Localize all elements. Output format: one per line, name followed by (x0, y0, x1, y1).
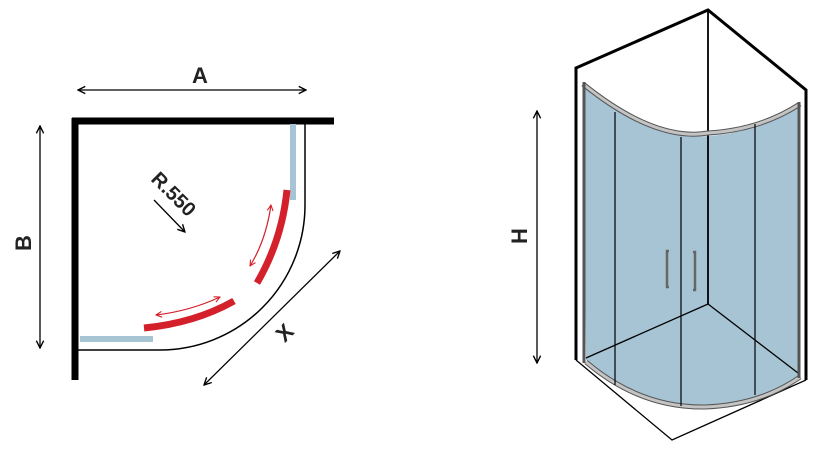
base-outline (575, 359, 807, 441)
dim-b-label: B (11, 235, 36, 251)
right-handle (693, 250, 697, 292)
dim-a-label: A (192, 63, 208, 88)
glass-enclosure (583, 82, 800, 408)
dim-x-label: X (271, 318, 299, 346)
floor-lines (585, 303, 799, 374)
left-handle (665, 249, 669, 289)
sliding-door-right (253, 189, 291, 285)
dim-x-arrow (204, 251, 340, 385)
bottom-rail-inner (585, 360, 801, 409)
radius-arrow (153, 199, 185, 232)
plan-view: R.550 A B X (11, 63, 340, 385)
panel-seams (614, 112, 756, 406)
iso-view: H (507, 8, 808, 441)
radius-label: R.550 (146, 168, 199, 221)
door-handles (665, 249, 697, 292)
dim-h-label: H (507, 228, 532, 244)
top-rail-inner (582, 82, 801, 136)
